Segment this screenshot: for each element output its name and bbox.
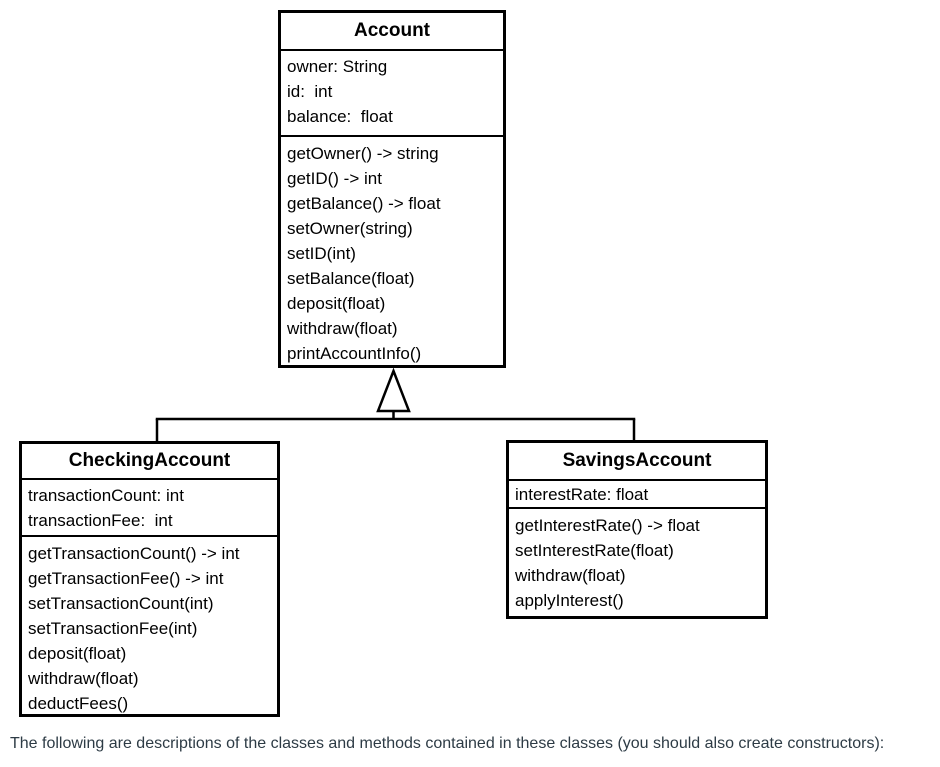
member-line: getTransactionCount() -> int <box>28 544 240 563</box>
member-line: setTransactionCount(int) <box>28 594 214 613</box>
member-line: applyInterest() <box>515 591 624 610</box>
member-line: setTransactionFee(int) <box>28 619 198 638</box>
member-line: setInterestRate(float) <box>515 541 674 560</box>
member-line: printAccountInfo() <box>287 344 422 363</box>
class-attributes: interestRate: float <box>509 481 765 509</box>
member-line: getInterestRate() -> float <box>515 516 700 535</box>
member-line: withdraw(float) <box>287 319 398 338</box>
member-line: getBalance() -> float <box>287 194 441 213</box>
member-line: withdraw(float) <box>515 566 626 585</box>
member-line: deductFees() <box>28 694 129 713</box>
member-line: owner: String <box>287 57 388 76</box>
member-line: getTransactionFee() -> int <box>28 569 224 588</box>
description-text: The following are descriptions of the cl… <box>10 735 885 752</box>
uml-class-savings-account: SavingsAccount interestRate: float getIn… <box>506 440 768 619</box>
member-line: deposit(float) <box>287 294 386 313</box>
class-methods: getInterestRate() -> float setInterestRat… <box>509 509 765 617</box>
member-line: deposit(float) <box>28 644 127 663</box>
member-line: transactionCount: int <box>28 486 184 505</box>
member-line: id: int <box>287 82 333 101</box>
member-line: setBalance(float) <box>287 269 415 288</box>
class-attributes: owner: String id: int balance: float <box>281 51 503 137</box>
class-methods: getTransactionCount() -> int getTransacti… <box>22 537 277 720</box>
member-line: withdraw(float) <box>28 669 139 688</box>
member-line: setOwner(string) <box>287 219 413 238</box>
class-attributes: transactionCount: int transactionFee: int <box>22 480 277 537</box>
member-line: balance: float <box>287 107 393 126</box>
class-title: Account <box>281 13 503 51</box>
member-line: interestRate: float <box>515 485 649 504</box>
member-line: transactionFee: int <box>28 511 173 530</box>
member-line: getID() -> int <box>287 169 382 188</box>
class-title: CheckingAccount <box>22 444 277 480</box>
uml-class-account: Account owner: String id: int balance: flo… <box>278 10 506 368</box>
member-line: getOwner() -> string <box>287 144 439 163</box>
class-title: SavingsAccount <box>509 443 765 481</box>
inheritance-triangle-icon <box>376 367 411 413</box>
member-line: setID(int) <box>287 244 356 263</box>
class-methods: getOwner() -> string getID() -> int getBal… <box>281 137 503 370</box>
